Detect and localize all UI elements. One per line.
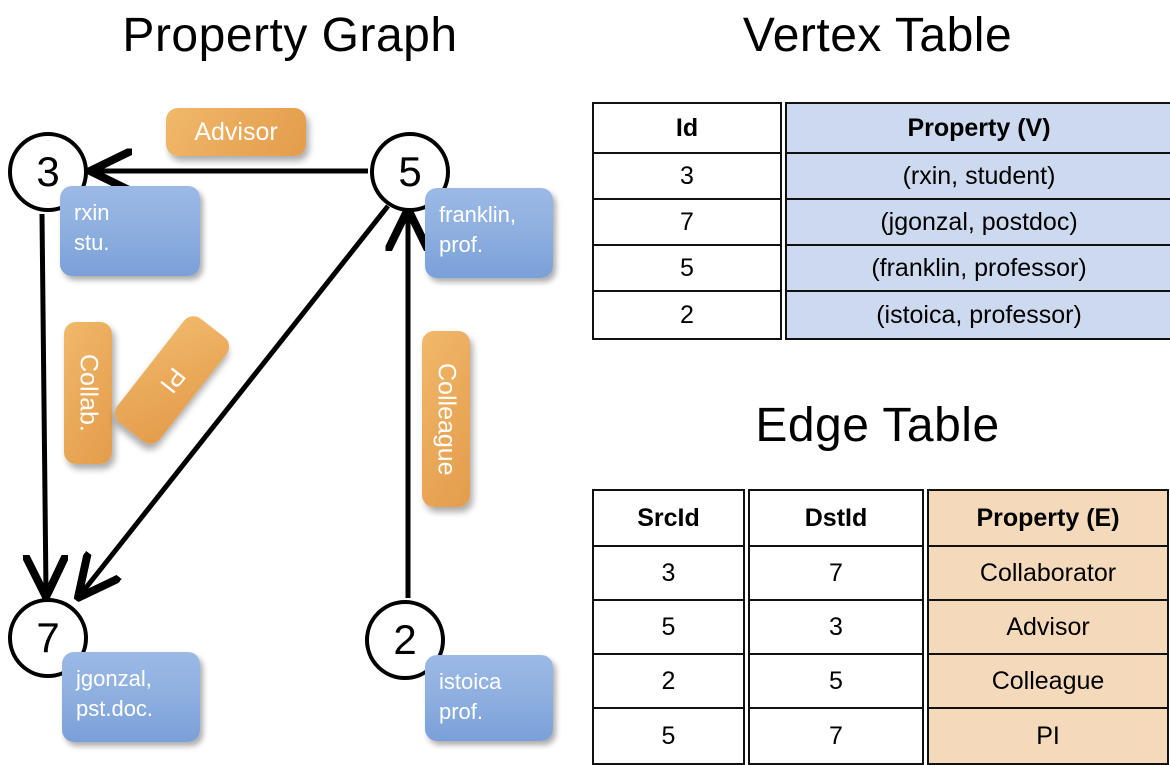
table-cell: Advisor bbox=[929, 601, 1167, 655]
edge-table-header-srcid: SrcId bbox=[594, 491, 743, 547]
vertex-property-box-7: jgonzal, pst.doc. bbox=[62, 652, 200, 742]
table-cell: 5 bbox=[594, 601, 743, 655]
table-cell: 7 bbox=[594, 200, 780, 246]
table-cell: 5 bbox=[594, 246, 780, 292]
graph-node-5[interactable]: 5 bbox=[370, 132, 450, 212]
vertex-property-line-1: franklin, bbox=[439, 202, 517, 227]
edge-arrow-collab bbox=[42, 213, 46, 592]
page-title-edge-table: Edge Table bbox=[755, 399, 1000, 452]
edge-table-header-dstid: DstId bbox=[750, 491, 922, 547]
edge-table-column-property: Property (E) Collaborator Advisor Collea… bbox=[927, 489, 1169, 765]
table-cell: Collaborator bbox=[929, 547, 1167, 601]
vertex-property-box-5: franklin, prof. bbox=[425, 188, 553, 278]
edge-label-text-collab: Collab. bbox=[74, 354, 103, 432]
table-cell: PI bbox=[1036, 721, 1060, 750]
edge-arrow-pi bbox=[81, 204, 390, 594]
table-cell: 3 bbox=[594, 154, 780, 200]
vertex-property-line-2: prof. bbox=[439, 698, 484, 724]
vertex-property-box-3: rxin stu. bbox=[60, 186, 200, 276]
vertex-property-line-2: prof. bbox=[439, 231, 484, 257]
vertex-property-line-1: jgonzal, bbox=[76, 666, 152, 691]
vertex-table-header-id: Id bbox=[594, 104, 780, 154]
table-cell: 2 bbox=[680, 300, 694, 329]
table-cell: (rxin, student) bbox=[787, 154, 1170, 200]
vertex-table-column-property: Property (V) (rxin, student) (jgonzal, p… bbox=[785, 102, 1170, 340]
property-graph-diagram: 3 5 7 2 rxin stu. franklin, prof. jgonza… bbox=[0, 0, 585, 760]
edge-label-text-colleague: Colleague bbox=[432, 362, 461, 476]
table-cell: 7 bbox=[829, 721, 843, 750]
vertex-table-column-id: Id 3 7 5 2 bbox=[592, 102, 782, 340]
table-cell: 5 bbox=[750, 655, 922, 709]
vertex-table-header-property: Property (V) bbox=[787, 104, 1170, 154]
vertex-property-line-2: pst.doc. bbox=[76, 695, 154, 721]
table-cell: (jgonzal, postdoc) bbox=[787, 200, 1170, 246]
graph-edge-arrows bbox=[0, 0, 585, 760]
edge-label-box-collab: Collab. bbox=[64, 322, 112, 464]
edge-label-box-advisor: Advisor bbox=[166, 108, 306, 156]
edge-table-header-property: Property (E) bbox=[929, 491, 1167, 547]
edge-table: SrcId 3 5 2 5 DstId 7 3 5 7 Property (E)… bbox=[592, 489, 1169, 765]
table-cell: (istoica, professor) bbox=[876, 300, 1082, 329]
vertex-property-line-1: istoica bbox=[439, 669, 502, 694]
edge-label-text-advisor: Advisor bbox=[194, 117, 278, 146]
edge-table-column-dstid: DstId 7 3 5 7 bbox=[748, 489, 924, 765]
table-cell: 3 bbox=[750, 601, 922, 655]
edge-label-text-pi: PI bbox=[154, 362, 191, 399]
table-cell: 5 bbox=[661, 721, 676, 750]
table-cell: (franklin, professor) bbox=[787, 246, 1170, 292]
table-cell: 2 bbox=[594, 655, 743, 709]
vertex-table: Id 3 7 5 2 Property (V) (rxin, student) … bbox=[592, 102, 1170, 340]
page-title-property-graph: Property Graph bbox=[122, 9, 458, 62]
table-cell: 3 bbox=[594, 547, 743, 601]
table-cell: Colleague bbox=[929, 655, 1167, 709]
vertex-property-line-1: rxin bbox=[74, 200, 110, 225]
vertex-property-line-2: stu. bbox=[74, 229, 110, 255]
graph-node-2[interactable]: 2 bbox=[365, 600, 445, 680]
edge-label-box-colleague: Colleague bbox=[422, 331, 470, 507]
vertex-property-box-2: istoica prof. bbox=[425, 655, 553, 741]
table-cell: 7 bbox=[750, 547, 922, 601]
edge-table-column-srcid: SrcId 3 5 2 5 bbox=[592, 489, 745, 765]
page-title-vertex-table: Vertex Table bbox=[742, 9, 1013, 62]
